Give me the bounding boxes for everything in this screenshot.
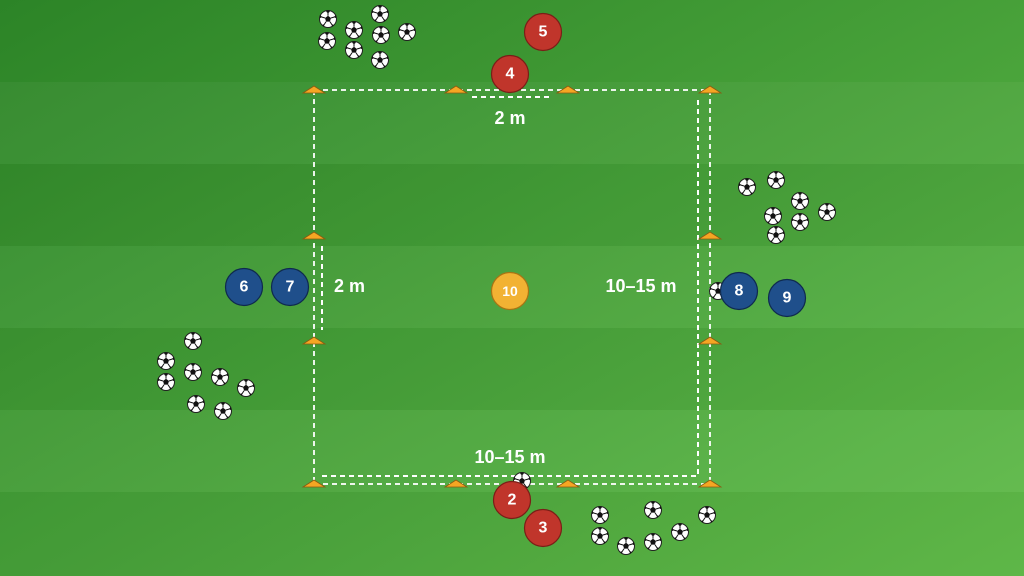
player-marker (523, 508, 563, 548)
soccer-ball-icon (184, 332, 202, 350)
soccer-ball-icon (372, 26, 390, 44)
soccer-ball-icon (371, 5, 389, 23)
player-number: 9 (783, 290, 792, 307)
player-number: 4 (506, 66, 515, 83)
measurement-labels: 2 m 2 m 10–15 m 10–15 m (334, 108, 677, 467)
soccer-ball-icon (211, 368, 229, 386)
soccer-ball-icon (698, 506, 716, 524)
soccer-ball-icon (184, 363, 202, 381)
player-2[interactable]: 2 (492, 480, 532, 520)
player-number: 10 (502, 283, 518, 299)
soccer-ball-icon (345, 21, 363, 39)
player-number: 3 (539, 520, 548, 537)
soccer-ball-icon (187, 395, 205, 413)
soccer-ball-icon (764, 207, 782, 225)
soccer-ball-icon (237, 379, 255, 397)
width-bottom-label: 10–15 m (474, 447, 545, 467)
soccer-ball-icon (818, 203, 836, 221)
soccer-ball-icon (644, 501, 662, 519)
soccer-ball-icon (157, 352, 175, 370)
player-number: 7 (286, 279, 295, 296)
soccer-ball-icon (398, 23, 416, 41)
soccer-ball-icon (791, 192, 809, 210)
gate-top-label: 2 m (494, 108, 525, 128)
player-marker (523, 12, 563, 52)
soccer-ball-icon (591, 527, 609, 545)
player-number: 2 (508, 492, 517, 509)
soccer-ball-icon (371, 51, 389, 69)
soccer-ball-icon (644, 533, 662, 551)
soccer-ball-icon (591, 506, 609, 524)
soccer-ball-icon (671, 523, 689, 541)
player-6[interactable]: 6 (224, 267, 264, 307)
players: 5 4 6 7 10 8 9 2 (224, 12, 807, 548)
soccer-ball-icon (319, 10, 337, 28)
player-number: 8 (735, 283, 744, 300)
player-marker (719, 271, 759, 311)
player-4[interactable]: 4 (490, 54, 530, 94)
gate-left-label: 2 m (334, 276, 365, 296)
soccer-ball-icon (214, 402, 232, 420)
player-10[interactable]: 10 (490, 271, 530, 311)
player-3[interactable]: 3 (523, 508, 563, 548)
player-9[interactable]: 9 (767, 278, 807, 318)
player-7[interactable]: 7 (270, 267, 310, 307)
player-marker (490, 271, 530, 311)
player-marker (490, 54, 530, 94)
player-marker (270, 267, 310, 307)
player-marker (224, 267, 264, 307)
player-number: 5 (539, 24, 548, 41)
player-marker (767, 278, 807, 318)
player-8[interactable]: 8 (719, 271, 759, 311)
soccer-ball-icon (791, 213, 809, 231)
width-right-label: 10–15 m (605, 276, 676, 296)
player-marker (492, 480, 532, 520)
soccer-ball-icon (318, 32, 336, 50)
soccer-ball-icon (738, 178, 756, 196)
player-number: 6 (240, 279, 249, 296)
soccer-ball-icon (345, 41, 363, 59)
soccer-ball-icon (157, 373, 175, 391)
soccer-ball-icon (767, 171, 785, 189)
player-5[interactable]: 5 (523, 12, 563, 52)
soccer-ball-icon (617, 537, 635, 555)
soccer-ball-icon (767, 226, 785, 244)
measure-lines (321, 96, 699, 477)
